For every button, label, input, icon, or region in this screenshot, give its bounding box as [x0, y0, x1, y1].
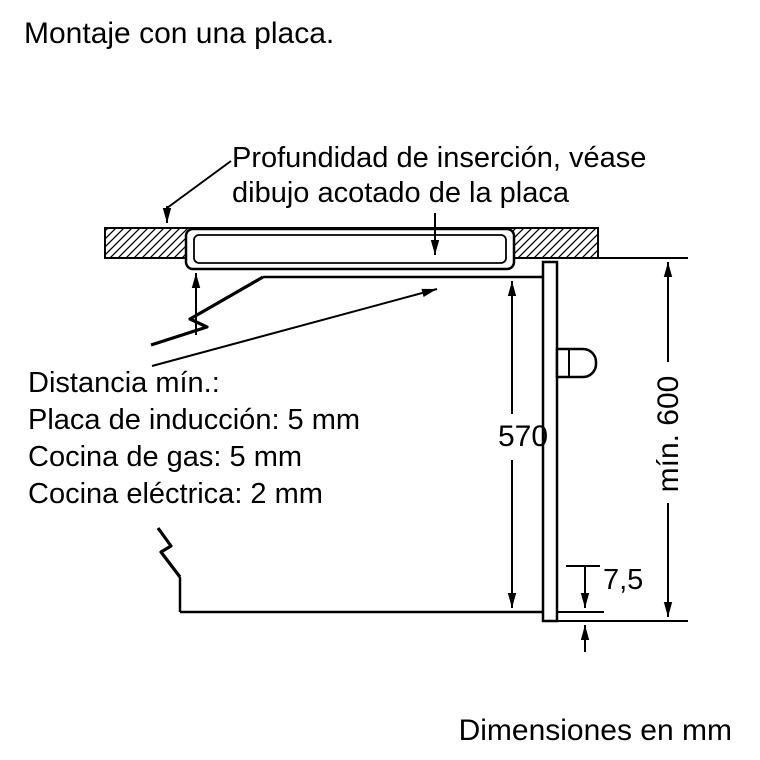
diagram-linework	[104, 160, 688, 652]
oven-front-panel	[541, 260, 559, 623]
leader-min-distance	[151, 288, 438, 367]
break-line-bottom-left	[156, 527, 182, 578]
dimension-label-7-5: 7,5	[603, 564, 644, 596]
min-distance-gas: Cocina de gas: 5 mm	[28, 441, 303, 473]
leader-insertion-diagonal	[166, 160, 232, 209]
min-distance-electric: Cocina eléctrica: 2 mm	[28, 478, 323, 510]
dimension-label-570: 570	[498, 420, 549, 453]
insertion-depth-note-line2: dibujo acotado de la placa	[232, 177, 569, 209]
page-title: Montaje con una placa.	[24, 17, 335, 50]
min-distance-note: Distancia mín.: Placa de inducción: 5 mm…	[28, 365, 360, 513]
min-distance-heading: Distancia mín.:	[28, 367, 220, 399]
break-line-top-left	[150, 275, 264, 347]
insertion-depth-note: Profundidad de inserción, véase dibujo a…	[232, 141, 646, 211]
insertion-depth-note-line1: Profundidad de inserción, véase	[232, 142, 647, 174]
min-distance-induction: Placa de inducción: 5 mm	[28, 404, 361, 436]
oven-handle	[555, 347, 598, 379]
hob-outline	[184, 227, 516, 271]
dimension-label-min-600: mín. 600	[652, 375, 685, 493]
hob-inner-outline	[193, 234, 507, 264]
units-note: Dimensiones en mm	[458, 714, 732, 747]
